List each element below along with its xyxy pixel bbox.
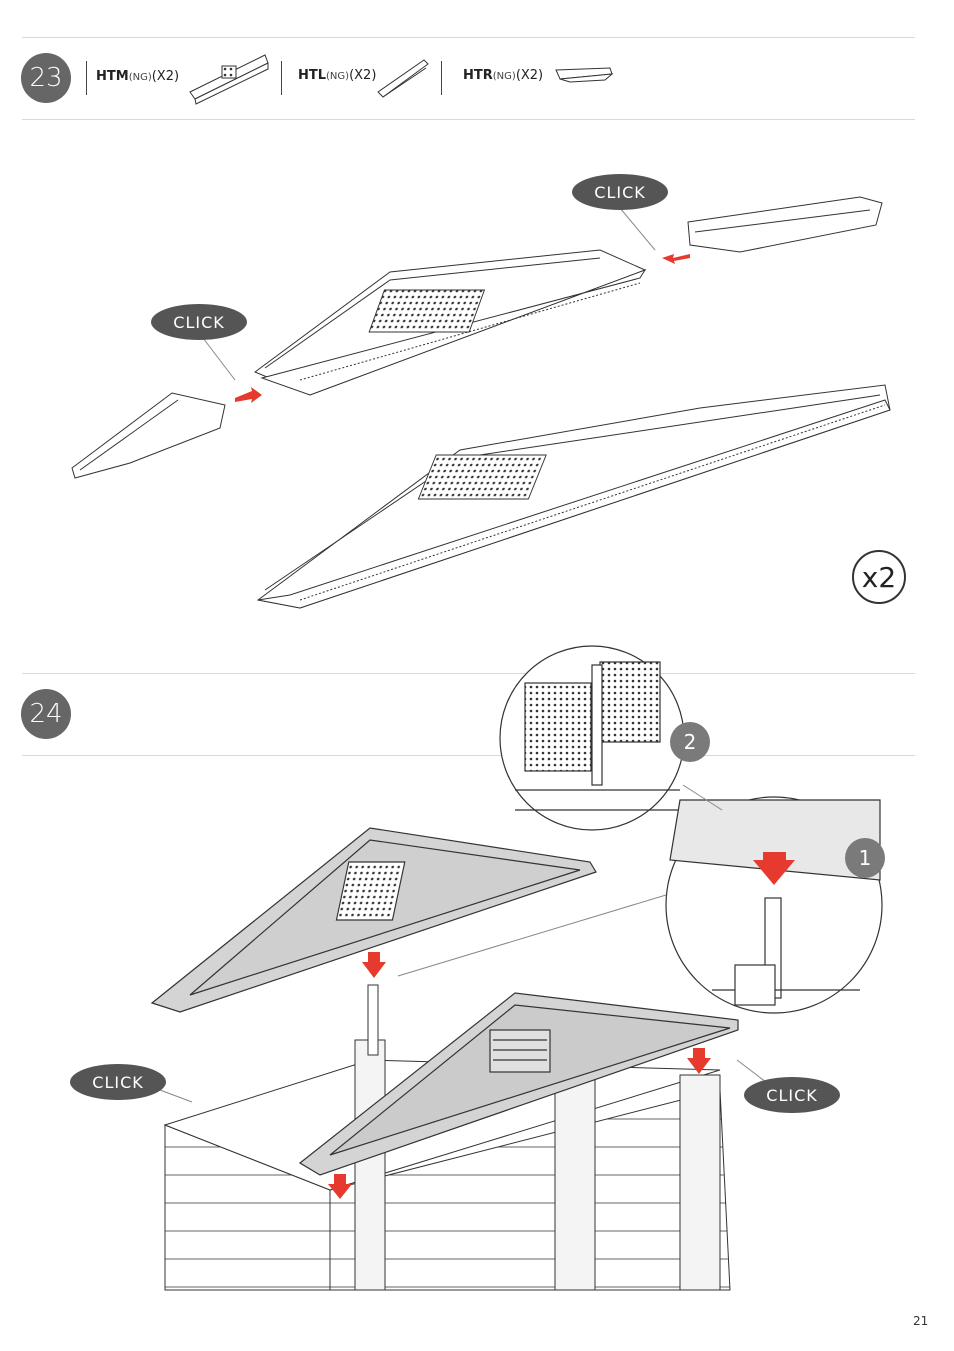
click-label-top: CLICK	[572, 174, 668, 210]
gable-descending	[150, 827, 597, 1013]
divider-step24-top	[22, 673, 915, 674]
part-code: HTM	[96, 69, 129, 84]
part-qty: (X2)	[151, 69, 180, 84]
divider-top	[22, 37, 915, 38]
part-code: HTR	[463, 68, 493, 83]
htm-thumbnail-icon	[189, 54, 269, 105]
step-24-number: 24	[21, 689, 71, 739]
part-qty: (X2)	[515, 68, 544, 83]
part-ng: (NG)	[128, 72, 152, 83]
part-qty: (X2)	[349, 68, 377, 83]
divider-step24-header	[22, 755, 915, 756]
click-label-left-shed: CLICK	[70, 1064, 166, 1100]
gable-installed	[298, 992, 739, 1176]
header-separator	[441, 61, 442, 95]
truss-upper	[253, 249, 647, 396]
header-separator	[86, 61, 87, 95]
part-ng: (NG)	[326, 71, 350, 82]
htl-thumbnail-icon	[377, 59, 429, 98]
page-number: 21	[913, 1314, 929, 1328]
part-label-htm: HTM(NG)(X2)	[96, 69, 179, 84]
detail-badge-2: 2	[670, 722, 710, 762]
click-label-right-shed: CLICK	[744, 1077, 840, 1113]
part-code: HTL	[298, 68, 327, 83]
click-label-left: CLICK	[151, 304, 247, 340]
htr-thumbnail-icon	[555, 67, 614, 83]
part-ng: (NG)	[492, 71, 516, 82]
truss-lower	[256, 384, 891, 609]
quantity-multiplier: x2	[852, 550, 906, 604]
truss-piece-left	[71, 392, 226, 479]
arrow-down-icon	[328, 952, 711, 1199]
part-label-htr: HTR(NG)(X2)	[463, 68, 543, 83]
step-23-number: 23	[21, 53, 71, 103]
arrow-right-icon	[235, 387, 262, 403]
arrow-down-icon	[753, 852, 795, 885]
zoom-detail-1	[665, 796, 883, 1014]
arrow-left-icon	[662, 254, 690, 264]
part-label-htl: HTL(NG)(X2)	[298, 68, 376, 83]
zoom-detail-2	[499, 645, 685, 831]
divider-step23-header	[22, 119, 915, 120]
detail-badge-1: 1	[845, 838, 885, 878]
header-separator	[281, 61, 282, 95]
truss-piece-right	[687, 196, 883, 253]
